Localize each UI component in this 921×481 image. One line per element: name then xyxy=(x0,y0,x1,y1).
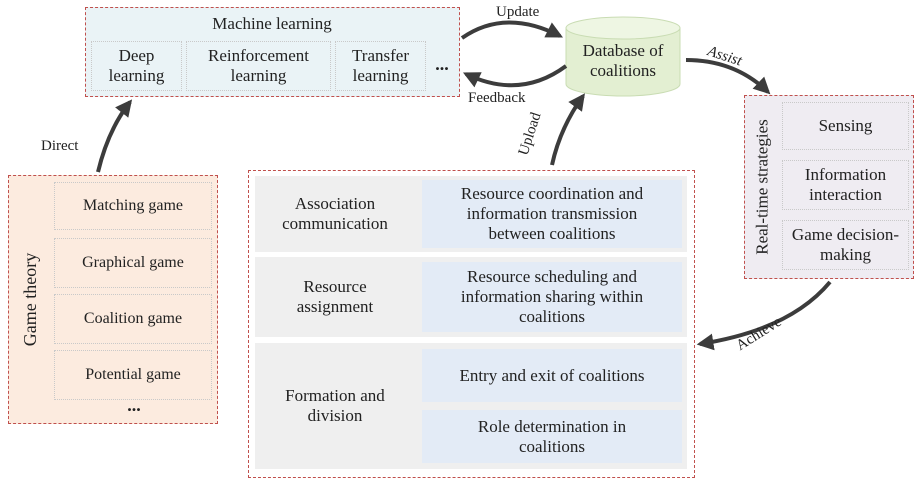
row-right-cell: Resource scheduling and information shar… xyxy=(422,262,682,332)
ml-item-reinforcement-learning: Reinforcement learning xyxy=(186,41,331,91)
realtime-item-information-interaction: Information interaction xyxy=(782,160,909,210)
ml-item-label: learning xyxy=(230,66,287,85)
row-left-label: Resource assignment xyxy=(255,257,415,337)
row-left-line: Resource xyxy=(303,277,367,296)
row-right-line: information transmission xyxy=(466,204,638,223)
update-label: Update xyxy=(496,4,540,20)
row-right-cell-entry-exit: Entry and exit of coalitions xyxy=(422,349,682,402)
row-left-label: Formation and division xyxy=(255,343,415,469)
feedback-label: Feedback xyxy=(468,90,526,106)
row-right-line: information sharing within xyxy=(460,287,644,306)
database-label-line2: coalitions xyxy=(589,61,657,80)
ml-item-label: Transfer xyxy=(352,46,409,65)
coalition-row-resource-assignment: Resource assignment Resource scheduling … xyxy=(255,257,687,337)
row-left-line: assignment xyxy=(296,297,374,316)
row-left-label: Association communication xyxy=(255,176,415,252)
game-item-potential: Potential game xyxy=(54,350,212,400)
ml-item-label: Deep xyxy=(118,46,155,65)
realtime-item-label: Information xyxy=(804,165,887,184)
row-right-line: Role determination in xyxy=(477,416,627,436)
game-theory-ellipsis: ... xyxy=(127,394,141,415)
game-item-matching: Matching game xyxy=(54,182,212,230)
ml-item-label: learning xyxy=(352,66,409,85)
ml-item-deep-learning: Deep learning xyxy=(91,41,182,91)
assist-arrow xyxy=(685,58,771,95)
coalition-row-association: Association communication Resource coord… xyxy=(255,176,687,252)
realtime-item-label: making xyxy=(820,245,871,264)
upload-arrow xyxy=(550,93,585,166)
row-right-line: coalitions xyxy=(518,307,586,326)
row-right-line: Resource coordination and xyxy=(460,184,644,203)
ml-ellipsis: ... xyxy=(435,53,449,74)
row-right-cell: Resource coordination and information tr… xyxy=(422,180,682,248)
row-right-line: between coalitions xyxy=(488,224,616,243)
ml-item-label: Reinforcement xyxy=(207,46,309,65)
ml-item-label: learning xyxy=(108,66,165,85)
game-item-coalition: Coalition game xyxy=(54,294,212,344)
database-label: Database of coalitions xyxy=(566,37,680,85)
game-theory-box: Game theory Matching game Graphical game… xyxy=(8,175,218,424)
direct-label: Direct xyxy=(41,138,79,154)
row-right-line: coalitions xyxy=(518,436,586,456)
coalition-row-formation-division: Formation and division Entry and exit of… xyxy=(255,343,687,469)
row-right-cell-role: Role determination in coalitions xyxy=(422,410,682,463)
machine-learning-title: Machine learning xyxy=(212,14,332,33)
machine-learning-box: Machine learning Deep learning Reinforce… xyxy=(85,7,460,97)
achieve-arrow xyxy=(696,280,832,351)
game-item-graphical: Graphical game xyxy=(54,238,212,288)
direct-arrow xyxy=(96,99,133,173)
row-right-line: Resource scheduling and xyxy=(467,267,637,286)
update-arrow xyxy=(460,20,563,40)
row-left-line: communication xyxy=(282,214,388,233)
database-cylinder-icon xyxy=(565,16,681,97)
ml-item-transfer-learning: Transfer learning xyxy=(335,41,426,91)
row-left-line: Formation and xyxy=(285,386,385,405)
coalition-panel: Association communication Resource coord… xyxy=(248,170,695,478)
realtime-item-label: interaction xyxy=(809,185,882,204)
row-left-line: division xyxy=(307,406,363,425)
realtime-item-sensing: Sensing xyxy=(782,102,909,150)
realtime-item-game-decision-making: Game decision- making xyxy=(782,220,909,270)
feedback-arrow xyxy=(462,64,568,88)
realtime-item-label: Game decision- xyxy=(791,225,900,244)
realtime-strategies-box: Real-time strategies Sensing Information… xyxy=(744,95,914,279)
row-left-line: Association xyxy=(294,194,376,213)
database-label-line1: Database of xyxy=(582,41,664,60)
